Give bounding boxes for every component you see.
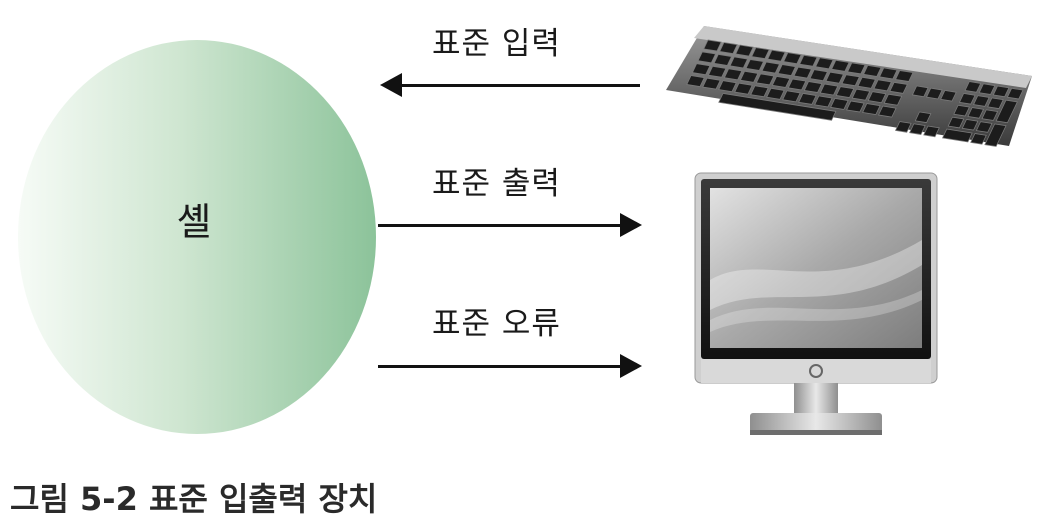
stdout-label: 표준 출력 bbox=[432, 158, 561, 203]
keyboard-icon bbox=[664, 18, 1034, 153]
stdin-label: 표준 입력 bbox=[432, 18, 561, 63]
stdin-arrow bbox=[400, 84, 640, 87]
shell-ellipse: 셸 bbox=[18, 40, 376, 434]
stderr-label: 표준 오류 bbox=[432, 298, 561, 343]
stdout-arrow bbox=[378, 224, 622, 227]
monitor-icon bbox=[690, 170, 940, 440]
stderr-arrow bbox=[378, 365, 622, 368]
figure-caption: 그림 5-2 표준 입출력 장치 bbox=[10, 474, 377, 520]
shell-label: 셸 bbox=[177, 191, 212, 246]
